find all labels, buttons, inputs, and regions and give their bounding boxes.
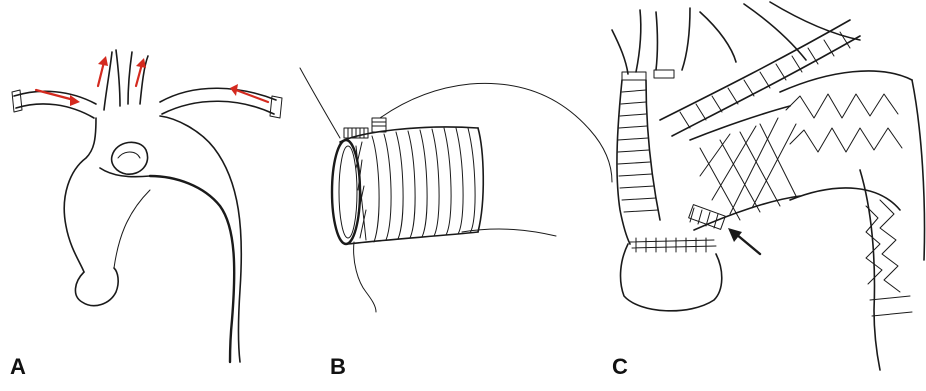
panel-b-tubular-graft-drawing bbox=[300, 68, 612, 312]
panel-label-b: B bbox=[330, 356, 346, 378]
panel-label-c: C bbox=[612, 356, 628, 378]
panel-label-a: A bbox=[10, 356, 26, 378]
panel-c-hybrid-repair-drawing bbox=[612, 2, 925, 370]
panel-a-aortic-arch-drawing bbox=[12, 50, 282, 362]
